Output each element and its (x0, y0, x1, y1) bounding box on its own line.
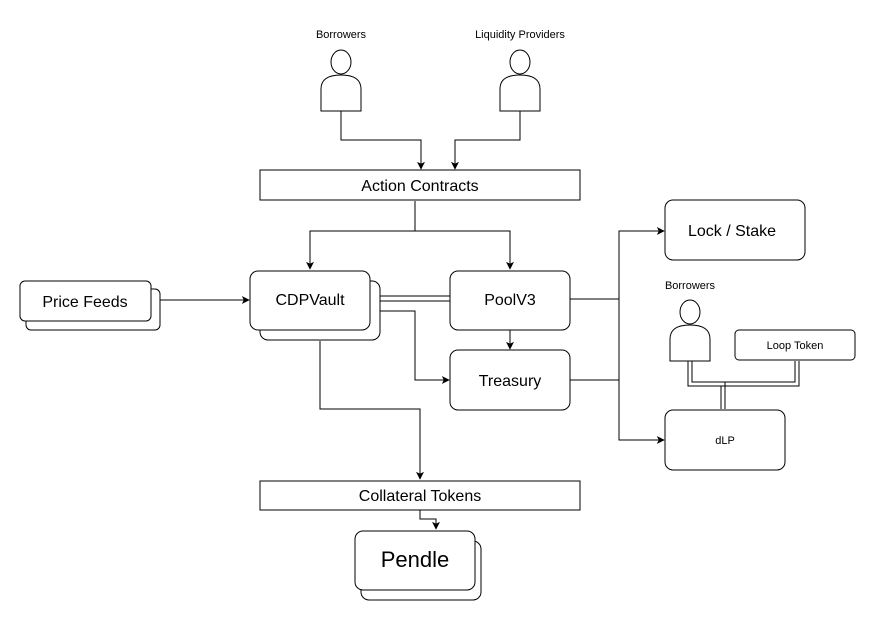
edge-borrowers-to-dlp-b (691, 361, 726, 409)
node-label-collateral-tokens: Collateral Tokens (359, 488, 481, 505)
actor-liquidity-providers: Liquidity Providers (475, 29, 565, 112)
edge-cdpvault-to-collateral (319, 341, 424, 480)
node-label-pendle: Pendle (381, 547, 450, 572)
actor-label-liquidity-providers: Liquidity Providers (475, 29, 565, 41)
person-body-icon (499, 74, 541, 112)
edge-poolv3-to-lockstake (570, 227, 665, 300)
edges (160, 111, 800, 530)
node-label-loop-token: Loop Token (767, 340, 824, 352)
person-head-icon (509, 49, 531, 75)
node-label-lock-stake: Lock / Stake (688, 223, 776, 240)
edge-cdpvault-to-treasury (380, 310, 450, 384)
node-label-action-contracts: Action Contracts (361, 178, 478, 195)
node-dlp: dLP (664, 409, 786, 471)
edge-borrowers-to-action (340, 111, 425, 170)
node-collateral-tokens: Collateral Tokens (259, 480, 581, 511)
edge-looptoken-to-dlp-a (725, 361, 796, 383)
actor-label-borrowers-top: Borrowers (316, 29, 367, 41)
edge-action-to-cdpvault (306, 201, 416, 270)
actor-label-borrowers-right: Borrowers (665, 280, 716, 292)
edge-looptoken-to-dlp-b (721, 361, 800, 387)
node-loop-token: Loop Token (734, 329, 856, 361)
person-head-icon (330, 49, 352, 75)
node-action-contracts: Action Contracts (259, 169, 581, 201)
edge-treasury-to-dlp (570, 379, 665, 444)
node-pendle: Pendle (354, 530, 482, 601)
person-body-icon (669, 324, 711, 362)
edge-lp-to-action (451, 111, 521, 170)
node-cdpvault: CDPVault (249, 270, 381, 341)
edge-collateral-to-pendle (419, 510, 440, 530)
node-treasury: Treasury (449, 349, 571, 411)
actor-borrowers-top: Borrowers (316, 29, 367, 112)
node-lock-stake: Lock / Stake (664, 199, 806, 261)
node-label-cdpvault: CDPVault (275, 292, 345, 309)
person-body-icon (320, 74, 362, 112)
edge-action-to-poolv3 (415, 230, 514, 270)
node-poolv3: PoolV3 (449, 270, 571, 331)
edge-borrowers-to-dlp-a (687, 361, 722, 409)
person-head-icon (679, 299, 701, 325)
actor-borrowers-right: Borrowers (665, 280, 716, 362)
node-label-dlp: dLP (715, 435, 735, 447)
node-label-poolv3: PoolV3 (484, 292, 536, 309)
node-label-price-feeds: Price Feeds (42, 294, 127, 311)
node-price-feeds: Price Feeds (19, 280, 161, 331)
node-label-treasury: Treasury (479, 373, 542, 390)
